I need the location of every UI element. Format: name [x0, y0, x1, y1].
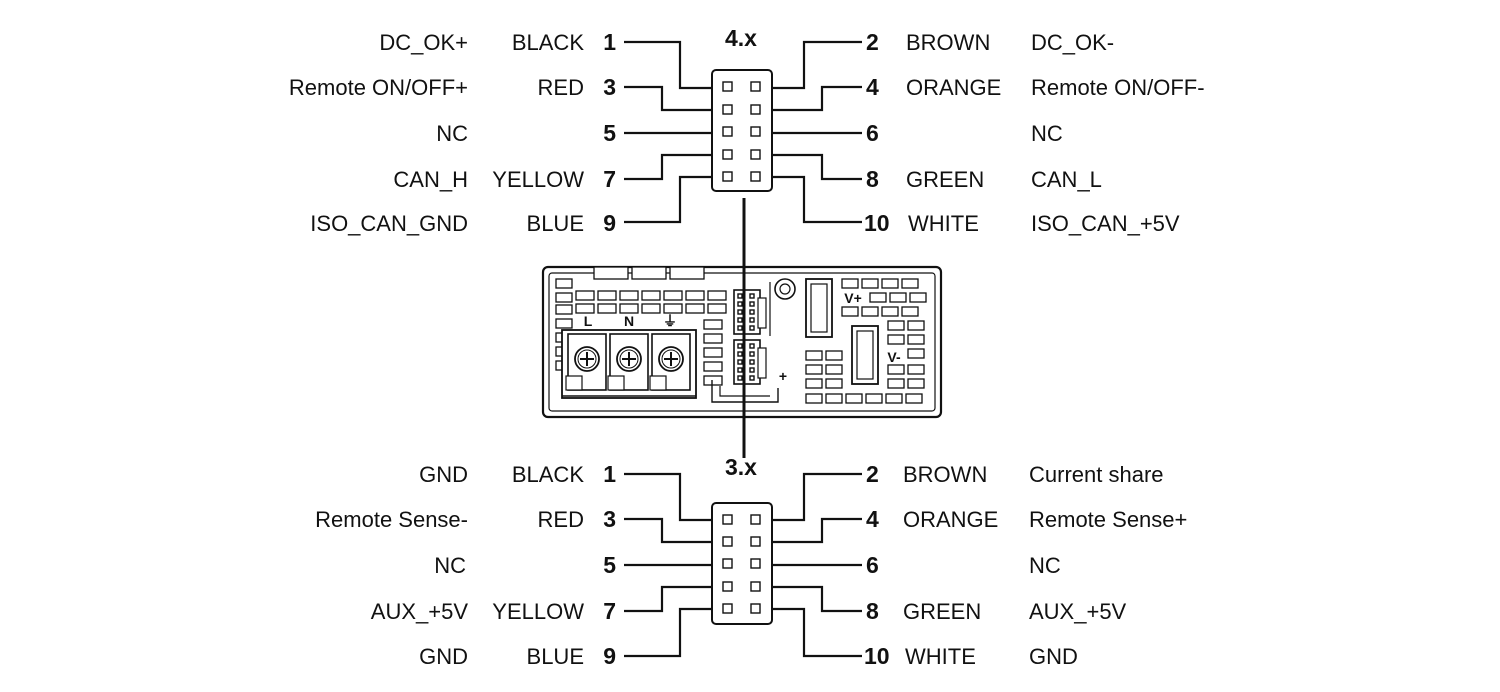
signal-label: CAN_H: [393, 167, 468, 192]
wire-color-label: YELLOW: [492, 599, 584, 624]
pin-number: 10: [864, 210, 890, 236]
output-label: V-: [887, 349, 901, 365]
power-supply-panel: L N ⏚: [541, 265, 943, 419]
pin-number: 3: [603, 74, 616, 100]
connector-3x-wires: [624, 472, 862, 658]
terminal-label: N: [624, 313, 634, 329]
signal-label: AUX_+5V: [371, 599, 469, 624]
signal-label: AUX_+5V: [1029, 599, 1127, 624]
wire-color-label: BROWN: [903, 462, 987, 487]
connector-4x-pin-cells: [722, 81, 761, 182]
wire-color-label: RED: [538, 75, 584, 100]
signal-label: NC: [434, 553, 466, 578]
panel-connector-4x: [733, 289, 767, 335]
pin-number: 7: [603, 166, 616, 192]
pin-number: 7: [603, 598, 616, 624]
pin-number: 9: [603, 643, 616, 669]
pin-number: 10: [864, 643, 890, 669]
wire-color-label: ORANGE: [906, 75, 1001, 100]
wire-color-label: BLUE: [527, 644, 584, 669]
pin-number: 5: [603, 120, 616, 146]
signal-label: ISO_CAN_GND: [310, 211, 468, 236]
signal-label: GND: [419, 462, 468, 487]
signal-label: Current share: [1029, 462, 1164, 487]
signal-label: Remote Sense+: [1029, 507, 1187, 532]
pin-number: 5: [603, 552, 616, 578]
pin-number: 9: [603, 210, 616, 236]
screw-icon: [574, 346, 600, 372]
wire-color-label: GREEN: [906, 167, 984, 192]
potentiometer-icon: [774, 278, 796, 300]
connector-4x-title: 4.x: [725, 25, 757, 51]
signal-label: Remote ON/OFF+: [289, 75, 468, 100]
pin-number: 4: [866, 506, 879, 532]
signal-label: Remote Sense-: [315, 507, 468, 532]
output-label: V+: [844, 290, 862, 306]
pin-number: 6: [866, 120, 879, 146]
output-terminal-positive: V+: [805, 278, 862, 338]
wire-color-label: BLUE: [527, 211, 584, 236]
screw-icon: [616, 346, 642, 372]
signal-label: GND: [419, 644, 468, 669]
signal-label: NC: [436, 121, 468, 146]
screw-icon: [658, 346, 684, 372]
wire-color-label: RED: [538, 507, 584, 532]
pin-number: 1: [603, 461, 616, 487]
connector-4x-housing: [711, 69, 773, 192]
wire-color-label: YELLOW: [492, 167, 584, 192]
right-vent-grid: [805, 278, 927, 404]
terminal-label: L: [584, 313, 593, 329]
ac-terminal-block: L N ⏚: [561, 313, 697, 399]
pin-number: 8: [866, 598, 879, 624]
panel-connector-3x: [733, 339, 767, 385]
pin-number: 2: [866, 29, 879, 55]
pin-number: 3: [603, 506, 616, 532]
connector-4x-wires: [624, 40, 862, 224]
connector-3x-title: 3.x: [725, 454, 757, 480]
pin-number: 1: [603, 29, 616, 55]
wire-color-label: WHITE: [908, 211, 979, 236]
adjust-symbol: +: [779, 368, 787, 384]
connector-3x-pin-cells: [722, 514, 761, 614]
wire-color-label: BLACK: [512, 30, 584, 55]
connector-3x: 3.x 1 BLACK GND 3 RED Remote Sense-: [315, 454, 1187, 669]
connector-3x-housing: [711, 502, 773, 625]
output-terminal-negative: V-: [851, 325, 901, 385]
signal-label: NC: [1029, 553, 1061, 578]
signal-label: DC_OK-: [1031, 30, 1114, 55]
wire-color-label: WHITE: [905, 644, 976, 669]
signal-label: GND: [1029, 644, 1078, 669]
pin-number: 4: [866, 74, 879, 100]
signal-label: Remote ON/OFF-: [1031, 75, 1205, 100]
pin-number: 6: [866, 552, 879, 578]
signal-label: ISO_CAN_+5V: [1031, 211, 1180, 236]
pin-number: 8: [866, 166, 879, 192]
pin-number: 2: [866, 461, 879, 487]
wire-color-label: GREEN: [903, 599, 981, 624]
signal-label: DC_OK+: [379, 30, 468, 55]
wire-color-label: BLACK: [512, 462, 584, 487]
wire-color-label: ORANGE: [903, 507, 998, 532]
wire-color-label: BROWN: [906, 30, 990, 55]
signal-label: NC: [1031, 121, 1063, 146]
connector-4x: 4.x 1 BLACK DC_OK+ 3 RED: [289, 25, 1205, 236]
signal-label: CAN_L: [1031, 167, 1102, 192]
ground-symbol: ⏚: [663, 313, 677, 329]
